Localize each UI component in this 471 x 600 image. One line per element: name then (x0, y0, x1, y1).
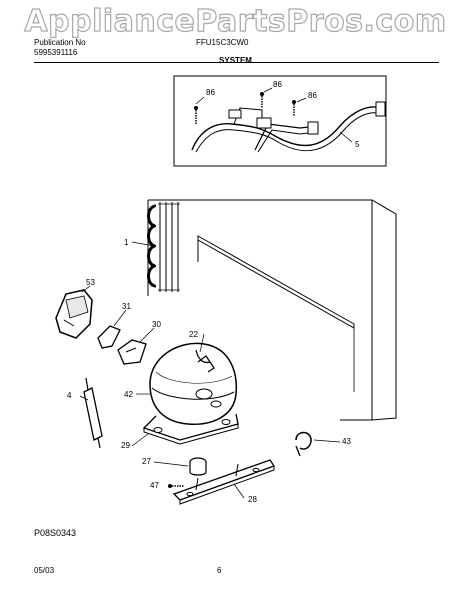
mounting-bracket (172, 459, 276, 505)
model-number: FFU15C3CW0 (196, 38, 249, 47)
callout-5: 5 (355, 140, 360, 149)
callout-28: 28 (248, 495, 257, 504)
screw-icon (194, 106, 198, 125)
callout-30: 30 (152, 320, 161, 329)
page-number: 6 (217, 566, 222, 575)
callout-42: 42 (124, 390, 133, 399)
callout-86: 86 (308, 91, 317, 100)
callout-86: 86 (206, 88, 215, 97)
screw-icon (292, 100, 296, 116)
callout-53: 53 (86, 278, 95, 287)
condenser-coil (131, 202, 180, 292)
publication-info: Publication No 5995391116 (34, 38, 86, 58)
callout-1: 1 (124, 238, 129, 247)
inset-wiring-harness (173, 75, 387, 167)
filter-dryer (79, 377, 103, 449)
callout-43: 43 (342, 437, 351, 446)
overload-protector (97, 309, 127, 349)
tube-clamp (295, 431, 341, 457)
relay-cover (55, 285, 93, 339)
callout-27: 27 (142, 457, 151, 466)
start-relay (117, 327, 155, 365)
callout-31: 31 (122, 302, 131, 311)
revision-date: 05/03 (34, 566, 55, 575)
figure-code: P08S0343 (34, 528, 77, 538)
publication-label: Publication No (34, 38, 86, 47)
callout-4: 4 (67, 391, 72, 400)
section-title: SYSTEM (219, 56, 252, 65)
callout-29: 29 (121, 441, 130, 450)
watermark-logo: AppliancePartsPros.com (24, 3, 447, 39)
grommet (153, 457, 207, 476)
screw-icon (260, 92, 264, 108)
header-rule (34, 62, 439, 63)
compressor (131, 333, 239, 447)
callout-22: 22 (189, 330, 198, 339)
callout-86: 86 (273, 80, 282, 89)
callout-47: 47 (150, 481, 159, 490)
screw-icon (168, 484, 184, 488)
publication-number: 5995391116 (34, 48, 78, 57)
